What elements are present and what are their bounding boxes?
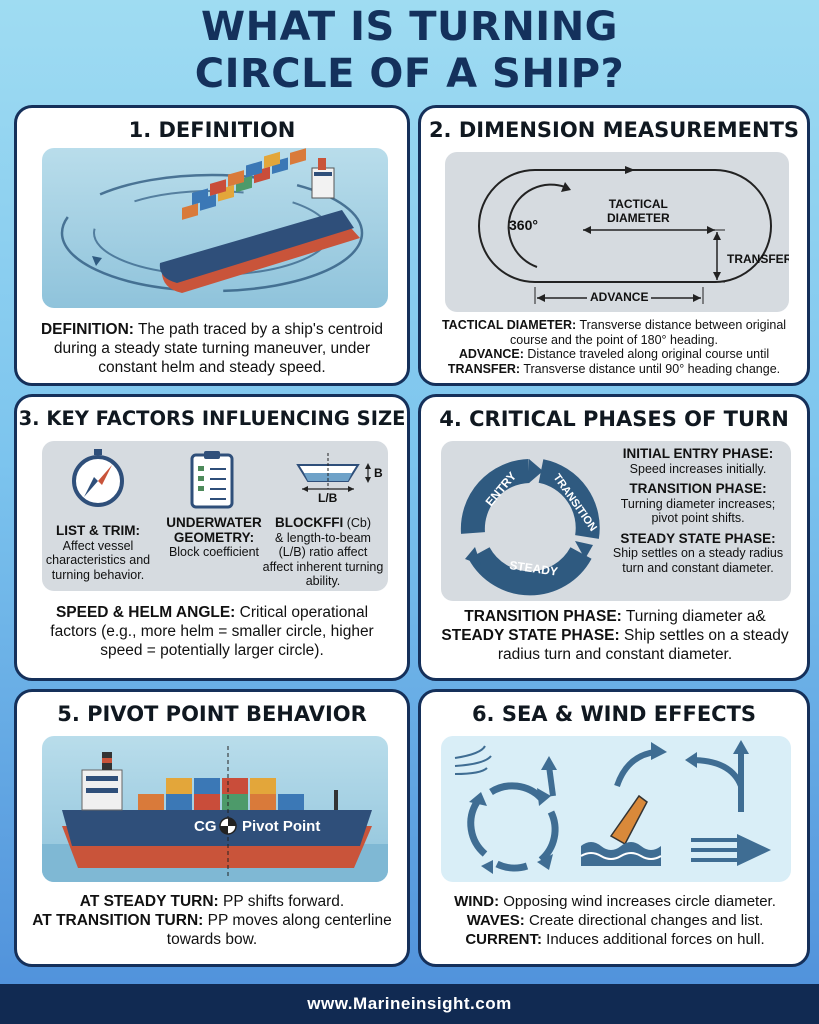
factor-list-trim: LIST & TRIM: Affect vessel characteristi… xyxy=(45,523,151,582)
hull-b-label: B xyxy=(374,466,383,480)
footer-url[interactable]: www.Marineinsight.com xyxy=(0,984,819,1024)
panel-heading: 3. KEY FACTORS INFLUENCING SIZE xyxy=(18,407,406,430)
panel-sea-wind-effects: 6. SEA & WIND EFFECTS xyxy=(418,689,810,967)
panel-heading: 6. SEA & WIND EFFECTS xyxy=(471,702,757,726)
panel-heading: 2. DIMENSION MEASUREMENTS xyxy=(428,118,800,142)
panel-heading: 5. PIVOT POINT BEHAVIOR xyxy=(57,702,367,726)
panel-definition: 1. DEFINITION xyxy=(14,105,410,386)
speed-helm-text: SPEED & HELM ANGLE: Critical operational… xyxy=(50,604,374,659)
cycle-steady: STEADY xyxy=(509,558,559,579)
factors-box: L/B B LIST & TRIM: Affect vessel charact… xyxy=(42,441,388,591)
definition-text: DEFINITION: The path traced by a ship's … xyxy=(40,321,384,376)
factor-underwater-geometry: UNDERWATER GEOMETRY: Block coefficient xyxy=(166,515,262,559)
panel-heading: 4. CRITICAL PHASES OF TURN xyxy=(439,407,789,431)
label-advance: ADVANCE xyxy=(587,290,652,304)
cg-label: CG xyxy=(194,818,217,835)
panel-pivot-point: 5. PIVOT POINT BEHAVIOR xyxy=(14,689,410,967)
page-title: WHAT IS TURNING CIRCLE OF A SHIP? xyxy=(0,4,819,98)
dimension-definitions: TACTICAL DIAMETER: Transverse distance b… xyxy=(441,318,787,376)
panel-critical-phases: 4. CRITICAL PHASES OF TURN ENTRY TRANSIT… xyxy=(418,394,810,681)
phase-summary: TRANSITION PHASE: Turning diameter a& ST… xyxy=(441,608,789,663)
panel-key-factors: 3. KEY FACTORS INFLUENCING SIZE xyxy=(14,394,410,681)
label-360: 360° xyxy=(509,217,538,233)
pivot-point-text: AT STEADY TURN: PP shifts forward. AT TR… xyxy=(32,893,392,948)
ship-turning-illustration xyxy=(42,148,388,308)
title-line-1: WHAT IS TURNING xyxy=(200,4,618,50)
phases-box: ENTRY TRANSITION STEADY INITIAL ENTRY PH… xyxy=(441,441,791,601)
panel-dimension-measurements: 2. DIMENSION MEASUREMENTS 360 xyxy=(418,105,810,386)
label-transfer: TRANSFER xyxy=(727,252,789,266)
title-line-2: CIRCLE OF A SHIP? xyxy=(194,51,625,97)
factor-block-coefficient: BLOCKFFI (Cb) & length-to-beam (L/B) rat… xyxy=(262,515,384,588)
hull-lb-label: L/B xyxy=(318,491,338,505)
phase-list: INITIAL ENTRY PHASE: Speed increases ini… xyxy=(612,446,784,575)
pivot-point-ship-illustration: CG Pivot Point xyxy=(42,736,388,882)
panel-heading: 1. DEFINITION xyxy=(128,118,296,142)
sea-wind-text: WIND: Opposing wind increases circle dia… xyxy=(454,893,776,948)
sea-wind-illustration xyxy=(441,736,791,882)
pivot-point-label: Pivot Point xyxy=(242,818,321,835)
